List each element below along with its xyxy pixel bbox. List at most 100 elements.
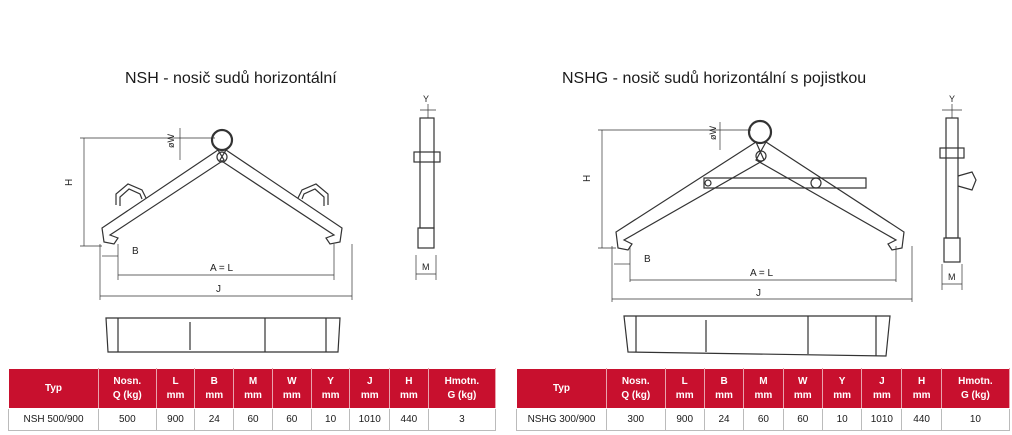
table-cell: 24 [703, 408, 745, 431]
column-header-text: mm [282, 389, 301, 401]
table-cell: 500 [98, 408, 157, 431]
dim-w-label: øW [708, 126, 718, 140]
column-header-text: J [366, 375, 373, 387]
column-header-text: Y [327, 375, 334, 387]
dim-y-label: Y [949, 94, 955, 104]
column-header-text: G (kg) [447, 389, 477, 401]
product-nshg: NSHG - nosič sudů horizontální s pojistk… [506, 0, 1012, 435]
column-header-text: mm [205, 389, 224, 401]
column-header-text: W [798, 375, 808, 387]
table-cell: 24 [194, 408, 235, 431]
dim-h-label: H [64, 179, 75, 186]
column-header-text: Y [838, 375, 846, 387]
table-cell: 60 [782, 408, 823, 431]
table-cell: 3 [427, 408, 497, 431]
table-cell: 900 [155, 408, 196, 431]
column-header: Hmotn. G (kg) [940, 368, 1011, 409]
column-header-text: H [405, 375, 413, 387]
technical-drawing-nsh: H øW B A = L J Y M [64, 94, 441, 353]
product-nsh: NSH - nosič sudů horizontální [8, 70, 497, 431]
dim-j-label: J [216, 284, 221, 295]
table-cell: 1010 [861, 408, 903, 431]
column-header-text: J [879, 375, 885, 387]
table-cell: 440 [389, 408, 429, 431]
column-header-text: mm [793, 389, 812, 401]
column-header-text: Hmotn. [958, 375, 993, 387]
table-cell: 60 [233, 408, 273, 431]
dim-j-label: J [756, 288, 761, 299]
product-title: NSH - nosič sudů horizontální [125, 70, 337, 87]
column-header-text: L [172, 375, 179, 387]
dim-a-label: A = L [750, 268, 774, 279]
column-header-text: L [681, 375, 688, 387]
column-header-text: mm [244, 389, 262, 401]
column-header-text: mm [360, 389, 379, 401]
product-title: NSHG - nosič sudů horizontální s pojistk… [562, 70, 867, 87]
column-header-text: B [720, 375, 728, 387]
column-header-text: M [248, 375, 258, 387]
table-cell: 10 [821, 408, 863, 431]
dim-y-label: Y [423, 94, 429, 104]
column-header: Nosn. Q (kg) [98, 368, 157, 409]
table-cell: NSHG 300/900 [516, 408, 607, 431]
column-header-text: M [759, 375, 768, 387]
table-cell: 300 [606, 408, 666, 431]
column-header: Typ [8, 368, 99, 409]
column-header-text: mm [833, 389, 852, 401]
table-cell: 1010 [349, 408, 391, 431]
column-header: Typ [516, 368, 607, 409]
technical-drawing-nshg: H øW B A = L J Y M [582, 94, 977, 357]
column-header-text: B [210, 375, 218, 387]
column-header-text: mm [166, 389, 185, 401]
column-header-text: Nosn. [621, 375, 650, 387]
table-cell: 10 [310, 408, 351, 431]
column-header: Nosn. Q (kg) [606, 368, 666, 409]
dim-b-label: B [132, 246, 139, 257]
dim-a-label: A = L [210, 263, 234, 274]
table-cell: 440 [901, 408, 942, 431]
column-header: Hmotn. G (kg) [427, 368, 497, 409]
dim-h-label: H [582, 175, 593, 182]
column-header-text: mm [321, 389, 340, 401]
table-cell: NSH 500/900 [8, 408, 99, 431]
dim-w-label: øW [166, 134, 176, 148]
column-header-text: Hmotn. [444, 375, 480, 387]
dim-b-label: B [644, 254, 651, 265]
column-header-text: Nosn. [113, 375, 142, 387]
column-header-text: mm [715, 389, 733, 401]
dim-m-label: M [948, 272, 956, 282]
column-header-text: mm [912, 389, 931, 401]
column-header-text: mm [754, 389, 773, 401]
table-cell: 10 [940, 408, 1011, 431]
column-header-text: Typ [552, 382, 571, 394]
table-cell: 60 [743, 408, 784, 431]
column-header-text: Q (kg) [112, 389, 142, 401]
column-header-text: Q (kg) [621, 389, 651, 401]
table-cell: 60 [271, 408, 312, 431]
dim-m-label: M [422, 262, 430, 272]
column-header-text: mm [872, 389, 891, 401]
column-header-text: mm [675, 389, 694, 401]
column-header-text: mm [400, 389, 418, 401]
column-header-text: G (kg) [960, 389, 990, 401]
table-cell: 900 [664, 408, 705, 431]
